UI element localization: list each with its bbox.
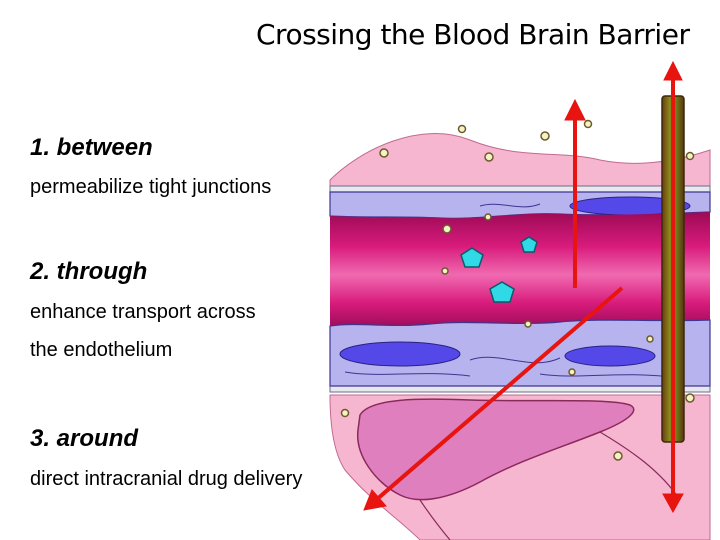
basement-membrane-bottom [329,385,711,393]
route-2-heading: 2. through [30,258,148,285]
arrow-through [374,286,624,502]
nucleus-bottom [339,341,461,367]
pericyte [357,398,635,501]
route-3-heading: 3. around [30,425,139,452]
page-title: Crossing the Blood Brain Barrier [256,18,690,51]
nucleus-bottom-right [564,345,656,367]
route-2-description: enhance transport across [30,301,256,323]
route-2-description-line2: the endothelium [30,339,173,361]
route-3-description: direct intracranial drug delivery [30,468,303,490]
arrows [363,60,684,514]
basement-membrane-top [329,185,711,193]
drug-molecules [460,236,538,303]
vessel-lumen [330,212,710,326]
route-1-description: permeabilize tight junctions [30,176,272,198]
route-1-heading: 1. between [30,134,153,161]
brain-tissue-top [329,133,711,189]
small-molecules [340,119,695,461]
